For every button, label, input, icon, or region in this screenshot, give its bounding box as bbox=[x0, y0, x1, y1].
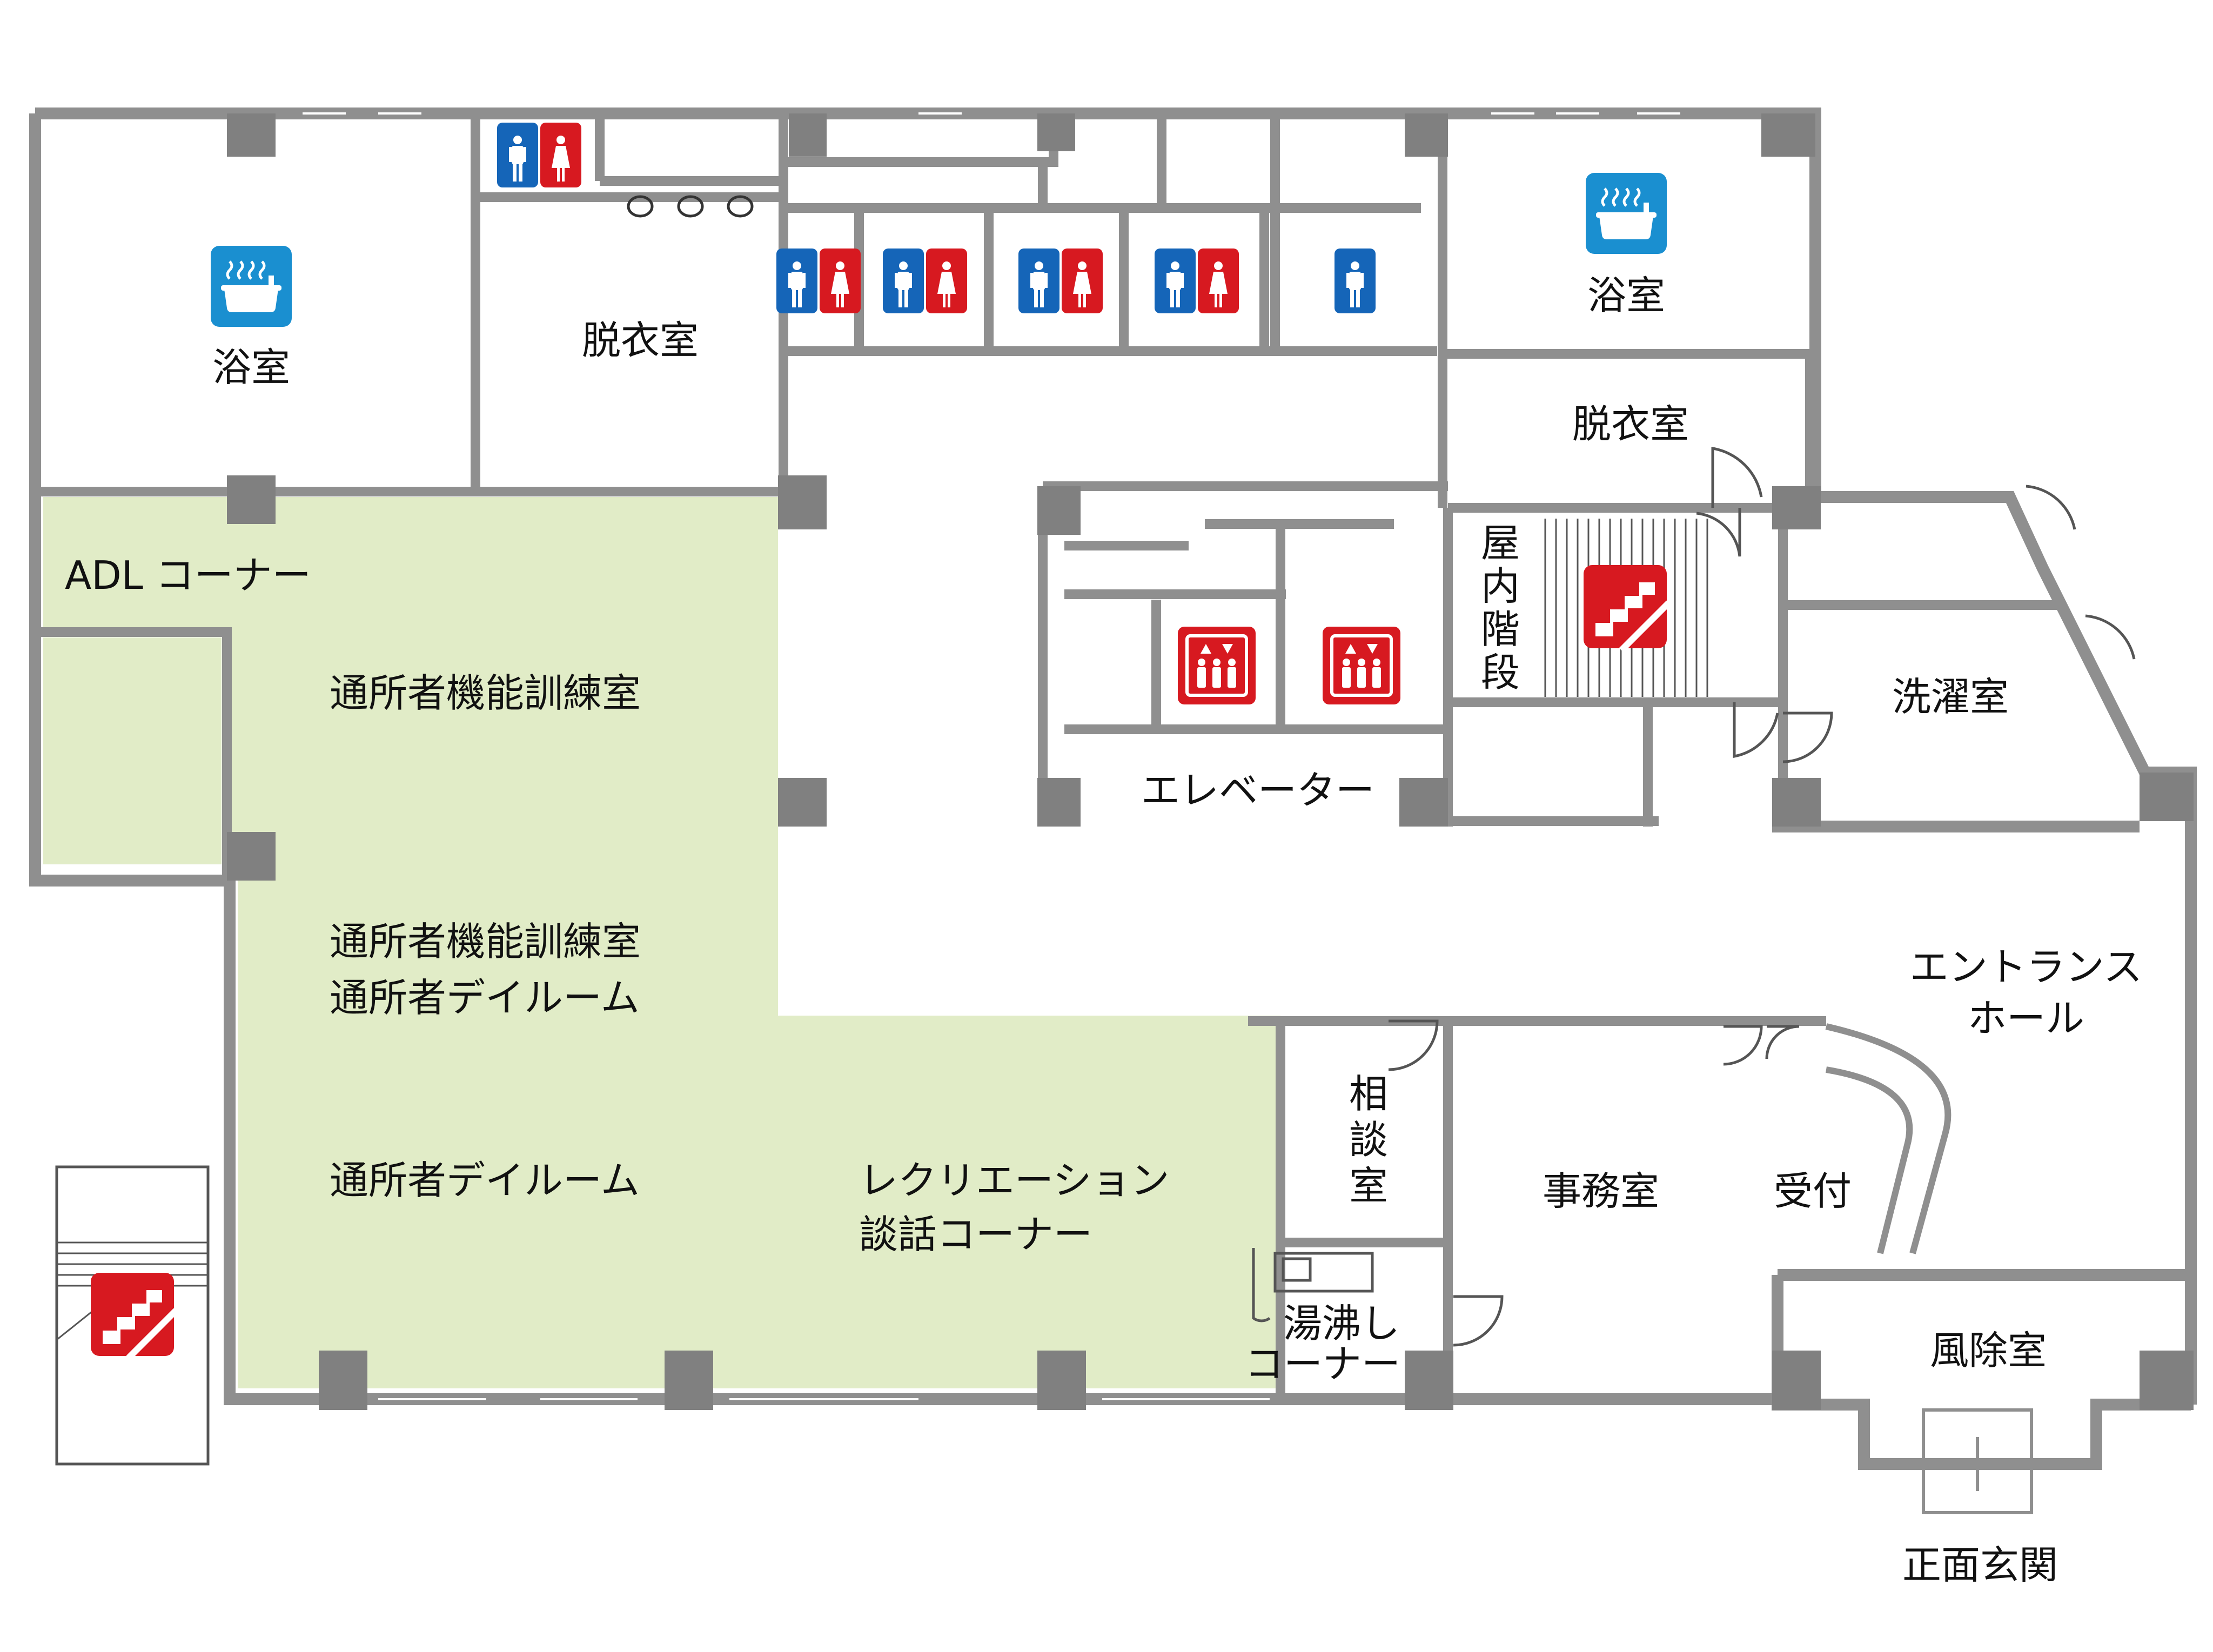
elevator-icon bbox=[1178, 627, 1256, 704]
elevator-icon bbox=[1323, 627, 1400, 704]
restroom-men-women-icon bbox=[776, 249, 861, 313]
main-entrance-label: 正面玄関 bbox=[1902, 1542, 2058, 1588]
dayroom-label: 通所者デイルーム bbox=[330, 1158, 640, 1203]
restroom-men-women-icon bbox=[1155, 249, 1239, 313]
indoor-stairs-label: 屋 内 階 段 bbox=[1481, 520, 1520, 695]
consultation-label: 相 談 室 bbox=[1349, 1071, 1388, 1208]
stairs-icon bbox=[1584, 565, 1671, 653]
svg-text:屋: 屋 bbox=[1481, 520, 1520, 566]
reception-counter bbox=[1825, 1023, 1952, 1254]
training-area bbox=[43, 497, 1280, 1388]
svg-text:段: 段 bbox=[1481, 650, 1520, 695]
sink bbox=[1252, 1248, 1374, 1322]
restroom-men-women-icon bbox=[883, 249, 967, 313]
kettle-corner-label: 湯沸し bbox=[1283, 1301, 1400, 1346]
svg-text:内: 内 bbox=[1481, 563, 1520, 609]
bath-right-label: 浴室 bbox=[1587, 273, 1665, 318]
restroom-men-icon bbox=[1334, 249, 1376, 313]
svg-text:談: 談 bbox=[1349, 1117, 1388, 1163]
changing-left-label: 脱衣室 bbox=[582, 318, 699, 363]
talk-corner-label: 談話コーナー bbox=[859, 1212, 1092, 1257]
doors bbox=[1388, 447, 2136, 1347]
reception-label: 受付 bbox=[1774, 1169, 1852, 1214]
stairs-icon bbox=[91, 1273, 178, 1360]
dayroom-2-label: 通所者デイルーム bbox=[330, 975, 640, 1020]
entrance-hall-label: エントランス bbox=[1910, 944, 2143, 990]
interior-walls bbox=[35, 113, 2064, 1399]
windbreak-room-label: 風除室 bbox=[1930, 1328, 2047, 1373]
entrance-hall-label-2: ホール bbox=[1968, 996, 2084, 1041]
restroom-men-women-icon bbox=[1018, 249, 1103, 313]
svg-text:階: 階 bbox=[1481, 607, 1520, 652]
training-room-1-label: 通所者機能訓練室 bbox=[330, 670, 641, 716]
training-room-2-label: 通所者機能訓練室 bbox=[330, 919, 641, 964]
bath-icon bbox=[1586, 173, 1667, 254]
windows bbox=[303, 112, 1680, 1400]
adl-corner-label: ADL コーナー bbox=[65, 553, 311, 598]
elevator-label: エレベーター bbox=[1141, 768, 1374, 813]
kettle-corner-label-2: コーナー bbox=[1245, 1341, 1400, 1387]
svg-text:室: 室 bbox=[1349, 1163, 1388, 1208]
svg-text:相: 相 bbox=[1349, 1071, 1388, 1117]
laundry-label: 洗濯室 bbox=[1892, 674, 2009, 720]
recreation-label: レクリエーション bbox=[859, 1158, 1170, 1203]
bath-icon bbox=[211, 246, 292, 327]
office-label: 事務室 bbox=[1543, 1169, 1659, 1214]
restroom-men-women-icon bbox=[497, 123, 581, 187]
bath-left-label: 浴室 bbox=[212, 345, 290, 390]
washbasins bbox=[627, 195, 754, 218]
pillars bbox=[227, 113, 2194, 1410]
room-labels: 浴室 脱衣室 浴室 脱衣室 ADL コーナー 通所者機能訓練室 通所者機能訓練室… bbox=[65, 273, 2142, 1588]
changing-right-label: 脱衣室 bbox=[1572, 401, 1689, 447]
